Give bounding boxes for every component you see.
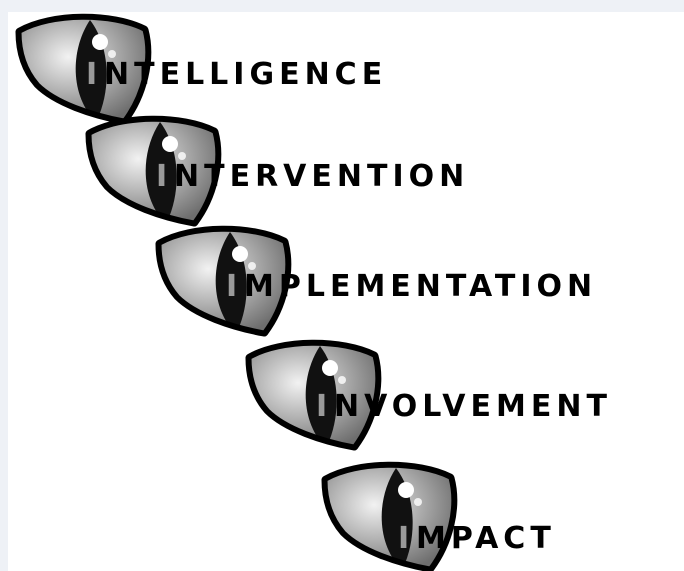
cat-eye-icon: [82, 112, 232, 232]
step-initial: I: [226, 269, 243, 304]
step-rest: NTERVENTION: [174, 159, 470, 194]
step-rest: MPACT: [416, 521, 556, 556]
step-initial: I: [156, 159, 173, 194]
step-label: IMPACT: [398, 524, 556, 554]
eye-highlight-small: [414, 498, 422, 506]
eye-highlight-small: [108, 50, 116, 58]
step-label: INTERVENTION: [156, 162, 469, 192]
step-label: INVOLVEMENT: [316, 392, 612, 422]
step-label: INTELLIGENCE: [86, 60, 387, 90]
eye-highlight: [398, 482, 414, 498]
cat-eye-icon: [152, 222, 302, 342]
cat-eye-svg: [245, 339, 382, 451]
eye-highlight-small: [178, 152, 186, 160]
cat-eye-svg: [321, 461, 458, 571]
step-rest: NVOLVEMENT: [334, 389, 612, 424]
eye-highlight: [162, 136, 178, 152]
cat-eye-svg: [85, 115, 222, 227]
step-initial: I: [86, 57, 103, 92]
step-rest: MPLEMENTATION: [244, 269, 598, 304]
eye-highlight-small: [338, 376, 346, 384]
cat-eye-svg: [155, 225, 292, 337]
cat-eye-icon: [242, 336, 392, 456]
step-label: IMPLEMENTATION: [226, 272, 597, 302]
step-initial: I: [398, 521, 415, 556]
step-initial: I: [316, 389, 333, 424]
eye-highlight: [92, 34, 108, 50]
eye-highlight: [322, 360, 338, 376]
eye-highlight-small: [248, 262, 256, 270]
step-rest: NTELLIGENCE: [104, 57, 388, 92]
cat-eye-icon: [318, 458, 468, 571]
cat-eye-svg: [15, 13, 152, 125]
cat-eye-icon: [12, 10, 162, 130]
eye-highlight: [232, 246, 248, 262]
